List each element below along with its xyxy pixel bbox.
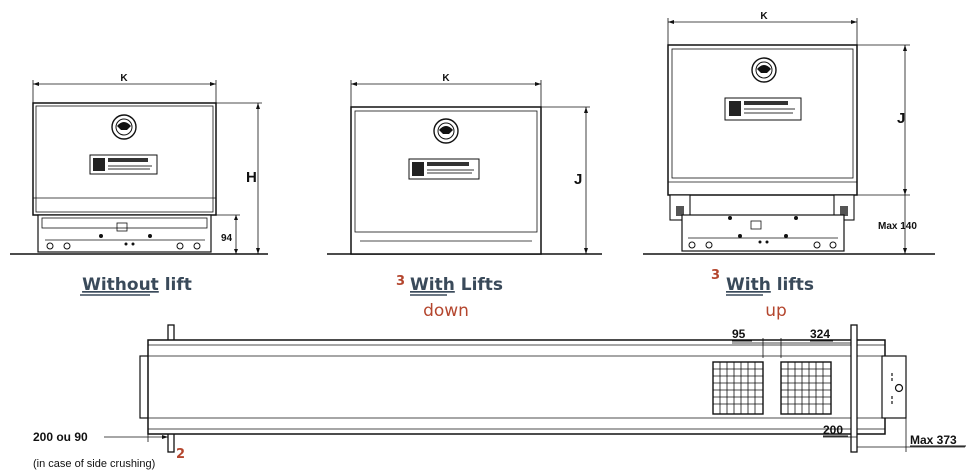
caption-lifts-down-sub: down: [423, 301, 469, 321]
chassis: [37, 214, 212, 253]
handle-icon: [751, 57, 777, 83]
caption-lifts-down: With Lifts: [410, 275, 503, 295]
brand-plate: [408, 158, 480, 180]
caption-lifts-up: With lifts: [726, 275, 814, 295]
dim-side-label: 200 ou 90: [33, 430, 88, 444]
top-view: 95 324 200 Max 373 200 ou 90 2 (in case …: [33, 324, 966, 470]
note-number: 3: [396, 274, 405, 289]
caption-lifts-up-sub: up: [765, 301, 787, 321]
unit-top: [147, 339, 886, 435]
brand-plate: [724, 97, 802, 121]
chassis: [681, 214, 845, 252]
dim-k-label: K: [442, 73, 450, 84]
dim-max373-label: Max 373: [910, 433, 957, 447]
dim-k-label: K: [760, 11, 768, 22]
dim-j-label: J: [574, 171, 582, 188]
dim-324-label: 324: [810, 327, 830, 341]
view-lifts-up: K: [643, 11, 935, 321]
brand-plate: [89, 154, 158, 175]
dim-h-label: H: [246, 169, 257, 186]
dim-k-label: K: [120, 73, 128, 84]
vent-grille: [712, 361, 764, 415]
view-lifts-down: K J 3 With Lifts down: [327, 73, 602, 321]
side-note-number: 2: [176, 447, 185, 462]
dim-94-label: 94: [221, 233, 233, 244]
dim-j-label: J: [897, 110, 905, 127]
caption-without-lift: Without lift: [82, 275, 192, 295]
handle-icon: [111, 114, 137, 140]
handle-icon: [433, 118, 459, 144]
view-without-lift: K: [10, 73, 268, 296]
note-number: 3: [711, 268, 720, 283]
dim-200-label: 200: [823, 423, 843, 437]
vent-grille: [780, 361, 832, 415]
dim-max140-label: Max 140: [878, 221, 917, 232]
side-note: (in case of side crushing): [33, 458, 155, 470]
dim-95-label: 95: [732, 327, 746, 341]
